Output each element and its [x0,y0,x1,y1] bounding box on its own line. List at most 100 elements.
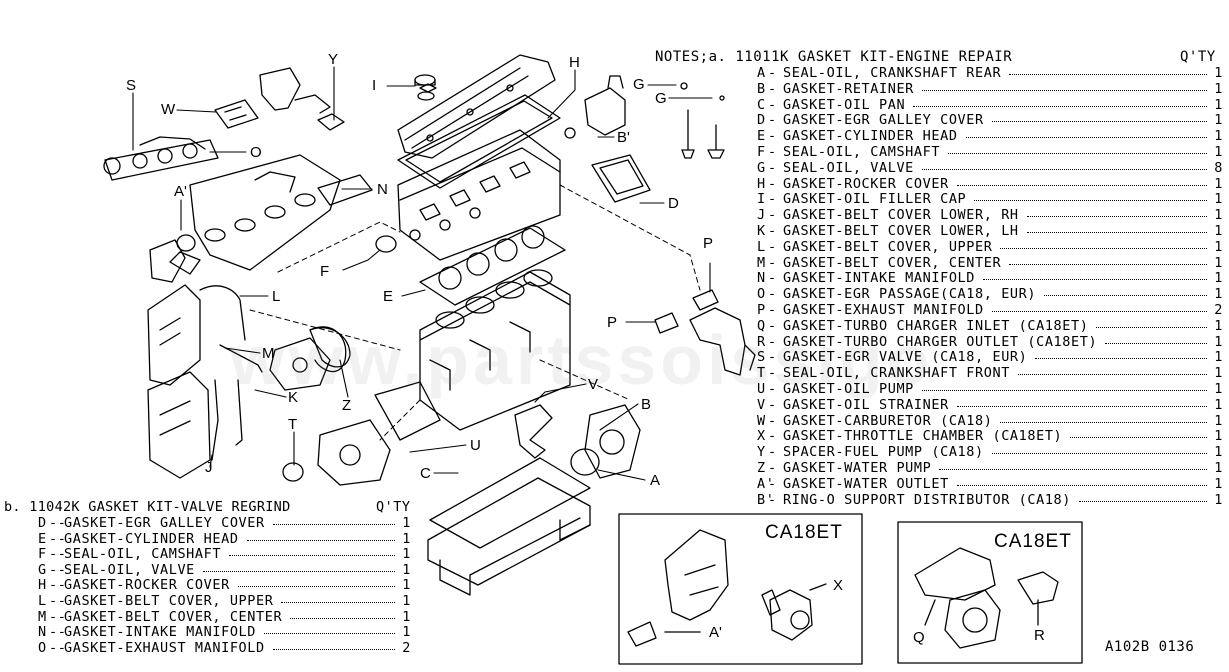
part-quantity: 1 [1214,380,1223,397]
leader-dots [1105,342,1207,344]
leader-dots [1009,263,1207,265]
separator: - [768,365,777,382]
part-quantity: 1 [1214,491,1223,508]
part-code: J [757,207,766,224]
parts-list-row: W-GASKET-CARBURETOR (CA18)1 [757,412,1223,430]
part-code: E [38,530,47,547]
cylinder-block [419,269,571,431]
intake-gasket-n [317,174,373,206]
oil-pump-gasket [374,381,441,441]
valve-seal-2 [719,95,725,101]
water-pump-gasket [309,327,351,368]
callout-i: I [372,77,377,94]
part-quantity: 8 [1214,159,1223,176]
part-quantity: 1 [1214,428,1223,445]
separator: -- [49,592,67,609]
kit-a-qty-header: Q'TY [1180,49,1216,65]
part-quantity: 1 [1214,459,1223,476]
separator: - [768,317,777,334]
timing-cover-lower [147,371,211,479]
oil-pan-gasket [429,457,591,549]
part-code: B' [757,491,775,508]
part-code: O [38,639,47,656]
part-quantity: 1 [1214,475,1223,492]
o-ring-b-prime [564,127,576,139]
part-code: F [757,143,766,160]
leader-dots [922,168,1207,170]
part-description: GASKET-EGR PASSAGE(CA18, EUR) [783,286,1037,303]
callout-z: Z [342,397,352,414]
callout-y: Y [328,51,339,68]
callout-e: E [383,288,394,305]
part-description: GASKET-INTAKE MANIFOLD [64,624,257,641]
part-quantity: 1 [1214,365,1223,382]
part-description: SEAL-OIL, VALVE [783,159,914,176]
part-code: R [757,333,766,350]
leader-dots [238,586,395,588]
callout-j: J [205,459,213,476]
part-description: GASKET-RETAINER [783,80,914,97]
separator: - [768,459,777,476]
camshaft-seal [375,235,397,253]
part-quantity: 2 [1214,301,1223,318]
part-description: GASKET-BELT COVER, CENTER [64,608,283,625]
belt-cover-gasket-l [199,285,246,341]
part-quantity: 1 [402,592,411,609]
part-code: M [38,608,47,625]
leader-dots [273,648,395,650]
inset1-callout-x: X [833,577,844,594]
leader-dots [957,405,1207,407]
separator: - [768,491,777,508]
inset1-title: CA18ET [765,522,843,543]
part-quantity: 1 [1214,317,1223,334]
part-description: GASKET-WATER OUTLET [783,475,949,492]
parts-list-row: Q-GASKET-TURBO CHARGER INLET (CA18ET)1 [757,317,1223,335]
leader-dots [922,389,1207,391]
callout-d: D [668,195,679,212]
kit-a-title: NOTES;a. 11011K GASKET KIT-ENGINE REPAIR [655,49,1013,65]
parts-list-row: B'-RING-O SUPPORT DISTRIBUTOR (CA18) 1 [757,491,1223,509]
part-quantity: 1 [1214,444,1223,461]
separator: - [768,207,777,224]
part-description: GASKET-EGR GALLEY COVER [64,515,265,531]
part-code: O [757,286,766,303]
part-code: G [757,159,766,176]
separator: -- [49,546,67,563]
part-quantity: 1 [1214,191,1223,208]
part-description: GASKET-EGR GALLEY COVER [783,112,984,129]
separator: - [768,412,777,429]
part-description: GASKET-OIL PUMP [783,380,914,397]
oil-pump [317,419,391,486]
part-code: K [757,222,766,239]
inset-ca18et-right [897,521,1083,664]
part-description: GASKET-BELT COVER, UPPER [783,238,993,255]
part-code: H [38,577,47,594]
part-description: RING-O SUPPORT DISTRIBUTOR (CA18) [783,491,1072,508]
part-description: GASKET-OIL PAN [783,96,906,113]
separator: - [768,175,777,192]
callout-k: K [288,389,299,406]
exhaust-manifold-right [689,307,756,376]
callout-h: H [569,54,580,71]
part-quantity: 1 [1214,65,1223,81]
parts-list-row: R-GASKET-TURBO CHARGER OUTLET (CA18ET)1 [757,333,1223,351]
part-quantity: 1 [402,530,411,547]
exhaust-manifold-small [103,136,219,181]
part-description: GASKET-INTAKE MANIFOLD [783,270,976,287]
leader-dots [273,524,395,525]
leader-dots [1009,74,1207,75]
rear-retainer [584,404,641,479]
separator: -- [49,530,67,547]
part-code: L [38,592,47,609]
leader-dots [1000,421,1207,423]
part-code: N [757,270,766,287]
separator: -- [49,577,67,594]
